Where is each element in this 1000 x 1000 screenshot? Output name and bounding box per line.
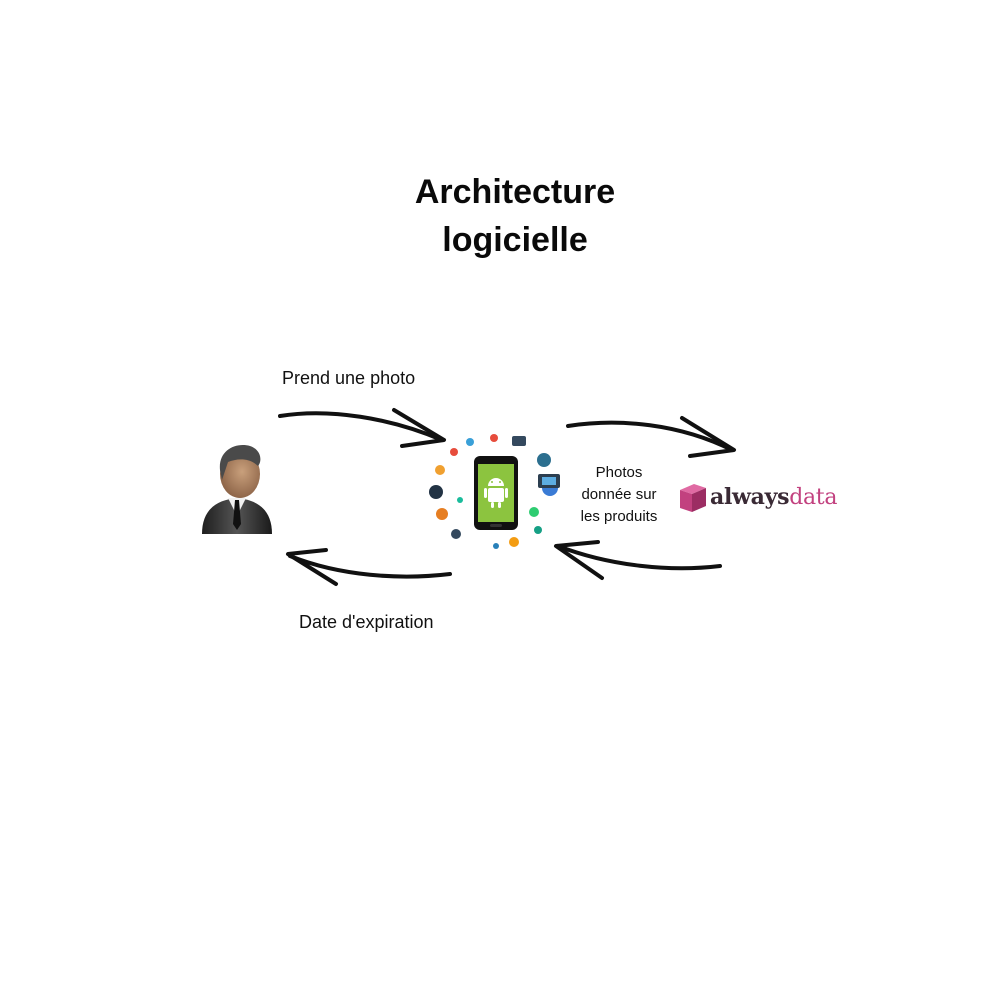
arrowhead-server-to-app (554, 540, 604, 580)
arrow-app-to-user (288, 554, 452, 579)
arrow-user-to-app (278, 411, 444, 442)
app-bubbles-icon (429, 434, 560, 549)
alwaysdata-cube-icon (680, 484, 706, 512)
arrowhead-user-to-app (392, 408, 446, 448)
flow-label-line-3: les produits (580, 508, 658, 525)
arrowhead-app-to-server (680, 416, 736, 458)
flow-label-prend-une-photo: Prend une photo (282, 368, 416, 388)
diagram-title: Architecture logicielle (340, 168, 690, 264)
flow-label-line-2: donnée sur (581, 486, 657, 503)
arrowhead-app-to-user (286, 548, 338, 586)
user-businessman-icon (202, 445, 272, 534)
flow-label-date-expiration: Date d'expiration (299, 612, 434, 632)
logo-text-always: always (710, 484, 790, 510)
title-line-2: logicielle (442, 221, 588, 259)
arrow-server-to-app (556, 544, 722, 571)
logo-text-data: data (789, 484, 838, 510)
android-phone-icon (429, 434, 560, 549)
title-line-1: Architecture (414, 173, 616, 211)
flow-label-line-1: Photos (595, 464, 643, 481)
flow-label-photos-produits: Photos donnée sur les produits (572, 462, 666, 528)
arrow-app-to-server (566, 420, 734, 452)
